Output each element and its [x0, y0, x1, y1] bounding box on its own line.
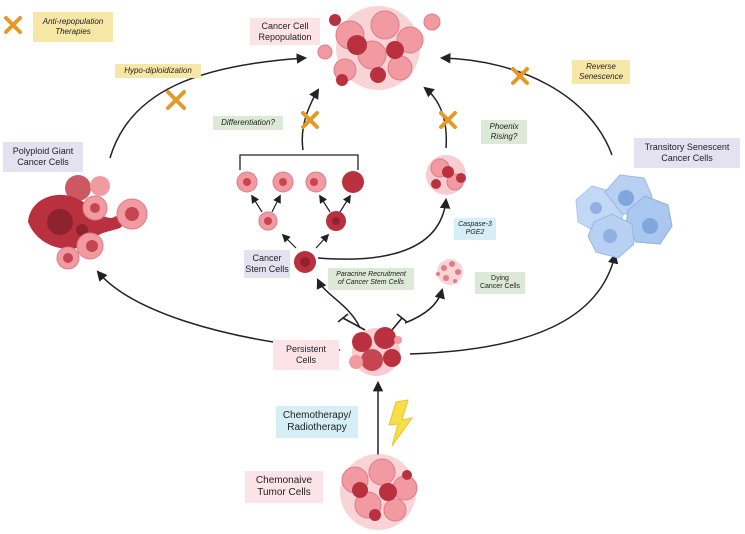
arrows [96, 52, 619, 455]
cross-icon [4, 16, 22, 34]
arrow-senescent-to-repopulation [439, 52, 613, 156]
chemotherapy-radiotherapy-label: Chemotherapy/ Radiotherapy [276, 406, 358, 438]
arrow-persistent-to-senescent [409, 252, 619, 355]
cross-icon [166, 90, 186, 110]
cross-icon [301, 111, 319, 129]
inhibition-right [391, 313, 408, 331]
phoenix-rising-label: Phoenix Rising? [481, 120, 527, 144]
caspase-pge2-label: Caspase-3 PGE2 [454, 218, 496, 240]
arrow-cell-b [271, 194, 281, 213]
cross-icon [439, 111, 457, 129]
chemonaive-tumor-cells-label: Chemonaive Tumor Cells [245, 471, 323, 503]
pgcc-cell-cluster [28, 175, 148, 270]
differentiated-cells [236, 171, 364, 273]
arrow-stem-to-right-branch [315, 233, 330, 249]
senescent-cells-label: Transitory Senescent Cancer Cells [634, 138, 740, 168]
cancer-stem-cells-label: Cancer Stem Cells [244, 250, 290, 278]
dying-cancer-cells-label: Dying Cancer Cells [475, 272, 525, 294]
reverse-senescence-label: Reverse Senescence [572, 60, 630, 84]
arrow-stem-to-phoenix [317, 197, 451, 260]
anti-repopulation-legend: Anti-repopulation Therapies [33, 12, 113, 42]
arrow-cell-c [319, 194, 331, 213]
lightning-bolt-icon [388, 399, 414, 447]
arrow-persistent-to-dying [404, 287, 445, 324]
bracket-differentiated-cells [239, 154, 359, 170]
repopulation-cell-cluster [317, 6, 441, 90]
arrow-phoenix-to-repopulation [423, 86, 448, 149]
arrow-differentiation-to-repopulation [301, 88, 320, 151]
pgcc-label: Polyploid Giant Cancer Cells [3, 142, 83, 172]
paracrine-recruitment-label: Paracrine Recruitment of Cancer Stem Cel… [328, 268, 414, 290]
arrow-stem-to-left-branch [281, 233, 297, 249]
inhibition-left [337, 313, 366, 331]
differentiation-label: Differentiation? [213, 116, 283, 130]
arrow-cell-a [251, 194, 263, 213]
phoenix-cell-cluster [426, 155, 466, 195]
cross-icon [511, 67, 529, 85]
arrow-persistent-to-pgcc [96, 270, 341, 351]
senescent-cell-cluster [575, 174, 673, 259]
arrow-cell-d [339, 194, 351, 213]
persistent-cell-cluster [349, 327, 402, 376]
chemonaive-cell-cluster [340, 454, 418, 530]
hypo-diploidization-label: Hypo-diploidization [115, 64, 201, 78]
cancer-cell-repopulation-label: Cancer Cell Repopulation [250, 18, 320, 45]
arrow-pgcc-to-repopulation [109, 53, 308, 159]
dying-cells [436, 259, 463, 285]
arrow-persistent-to-stem [316, 278, 361, 329]
persistent-cells-label: Persistent Cells [273, 340, 339, 370]
